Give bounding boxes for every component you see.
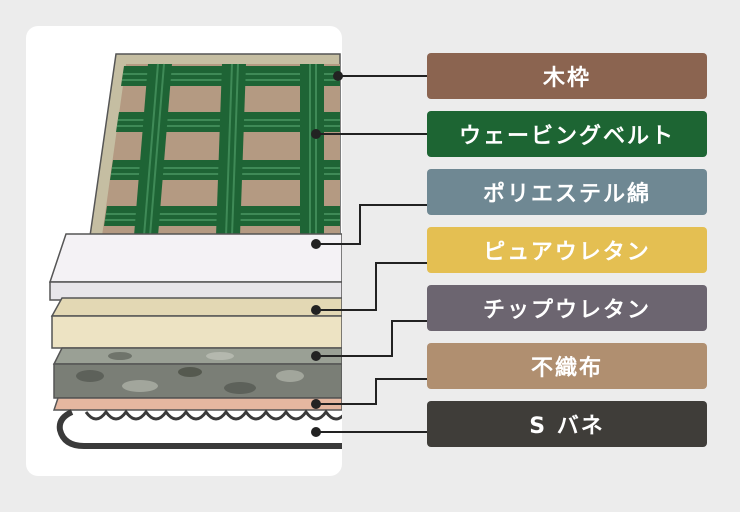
pure-urethane-layer — [50, 297, 342, 349]
label-polyester-wadding: ポリエステル綿 — [427, 169, 707, 215]
chip-urethane-layer — [52, 347, 342, 399]
label-chip-urethane: チップウレタン — [427, 285, 707, 331]
label-s-spring: S バネ — [427, 401, 707, 447]
nonwoven-fabric-layer — [52, 397, 342, 411]
leader-lines — [316, 75, 427, 433]
s-spring-layer — [56, 409, 342, 449]
polyester-wadding-layer — [48, 233, 342, 301]
label-nonwoven-fabric: 不織布 — [427, 343, 707, 389]
label-pure-urethane: ピュアウレタン — [427, 227, 707, 273]
label-webbing-belt: ウェービングベルト — [427, 111, 707, 157]
leader-dots — [311, 71, 343, 437]
label-wood-frame: 木枠 — [427, 53, 707, 99]
webbing-belt-layer — [104, 63, 340, 237]
